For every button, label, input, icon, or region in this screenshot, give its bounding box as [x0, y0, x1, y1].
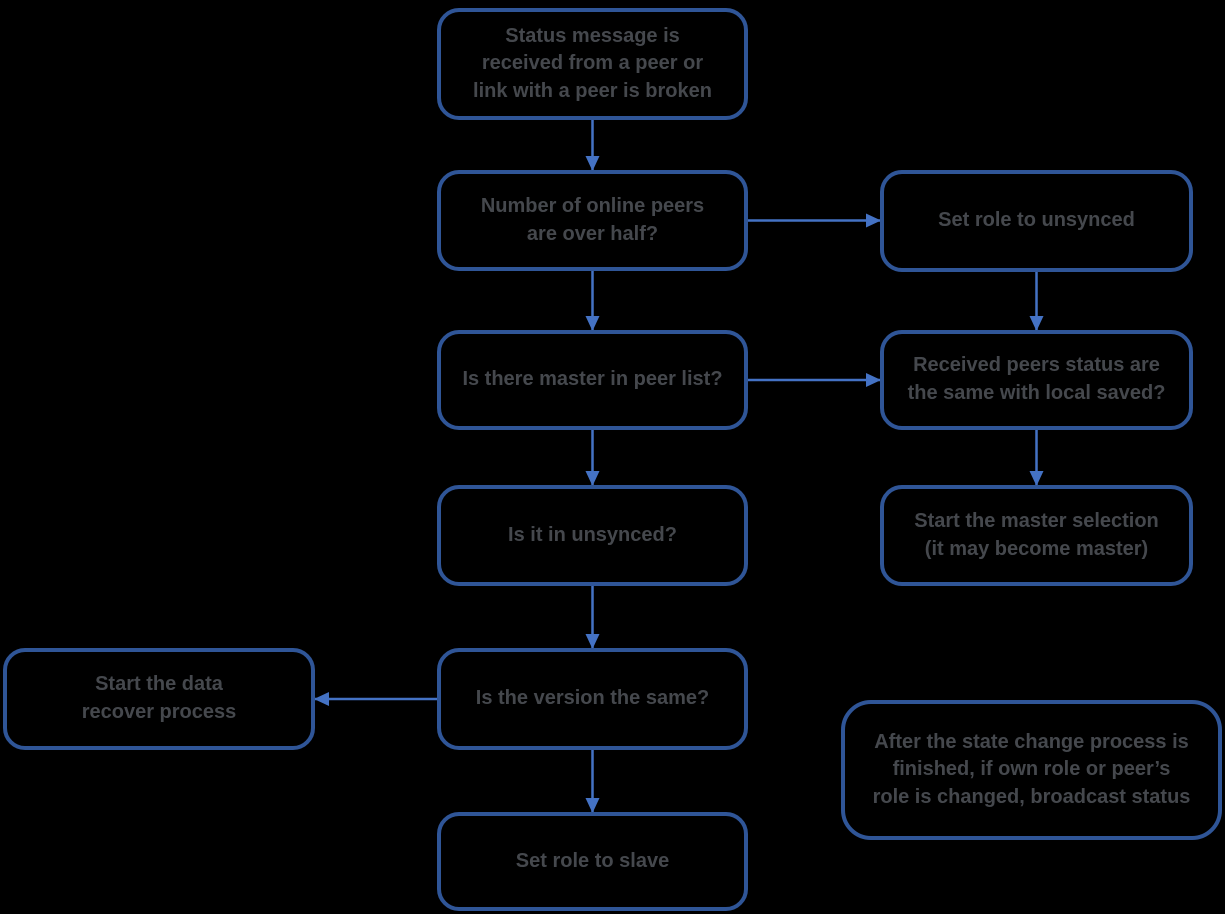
node-label: Is it in unsynced? [508, 523, 677, 546]
node-received-peers-status: Received peers status are the same with … [880, 330, 1193, 430]
node-label: Number of online peers are over half? [480, 194, 705, 245]
node-label: Start the master selection (it may becom… [914, 509, 1159, 560]
node-label: After the state change process is finish… [872, 730, 1191, 808]
node-status-message: Status message is received from a peer o… [437, 8, 748, 120]
node-start-master-selection: Start the master selection (it may becom… [880, 485, 1193, 586]
node-set-role-unsynced: Set role to unsynced [880, 170, 1193, 272]
node-label: Set role to slave [515, 849, 670, 872]
node-broadcast-status-note: After the state change process is finish… [841, 700, 1222, 840]
node-label: Received peers status are the same with … [907, 354, 1166, 404]
node-label: Status message is received from a peer o… [473, 24, 712, 102]
node-start-data-recover: Start the data recover process [3, 648, 315, 750]
node-master-in-peer-list: Is there master in peer list? [437, 330, 748, 430]
node-set-role-slave: Set role to slave [437, 812, 748, 911]
node-label: Is the version the same? [475, 687, 710, 710]
node-label: Start the data recover process [81, 673, 237, 723]
node-is-version-same: Is the version the same? [437, 648, 748, 750]
node-label: Is there master in peer list? [462, 368, 723, 391]
node-label: Set role to unsynced [938, 209, 1135, 232]
node-online-peers-over-half: Number of online peers are over half? [437, 170, 748, 271]
node-is-in-unsynced: Is it in unsynced? [437, 485, 748, 586]
